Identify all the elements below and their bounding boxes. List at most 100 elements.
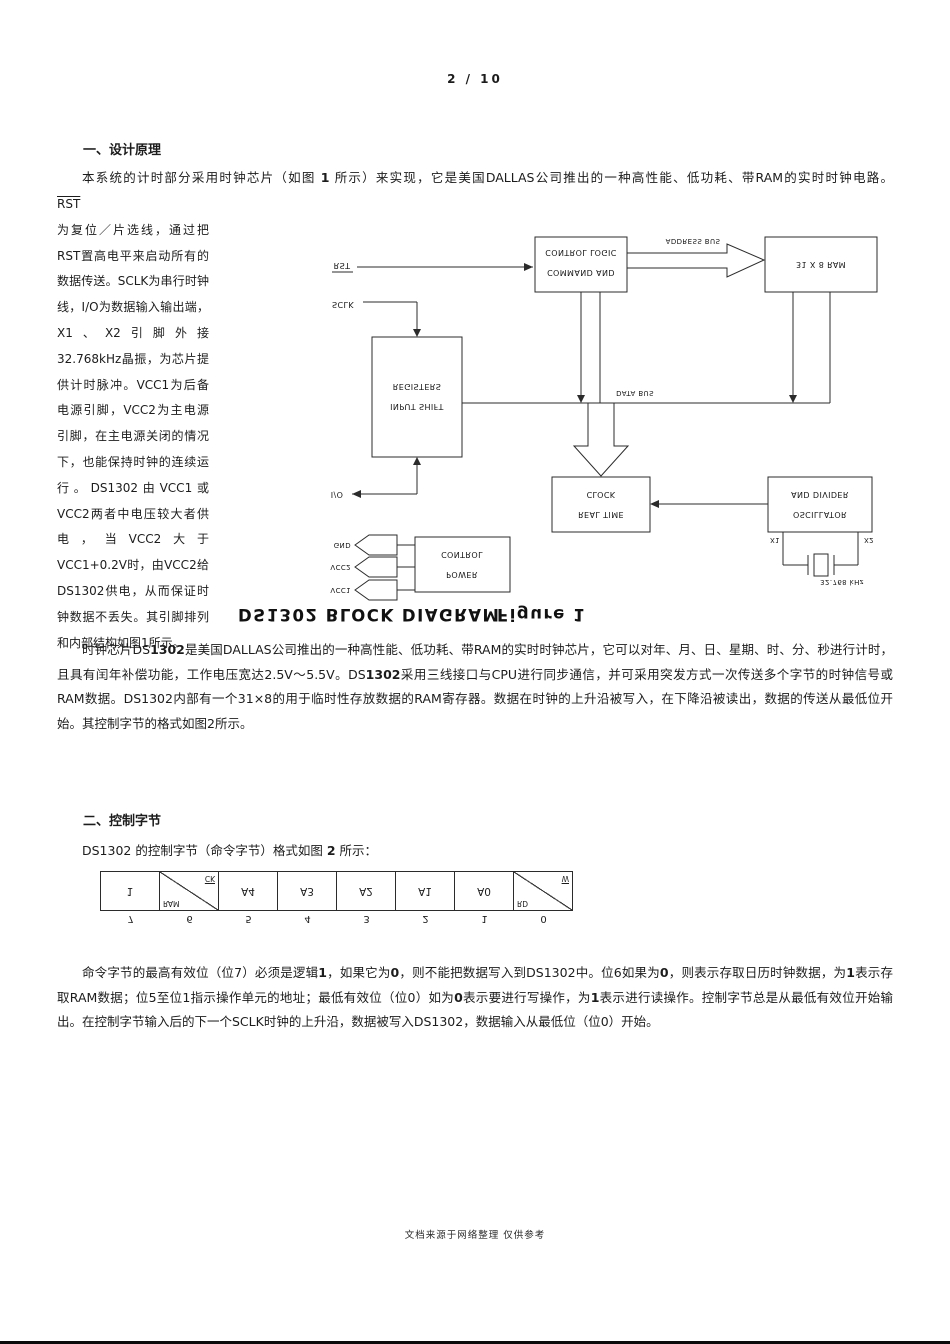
address-bus-arrow xyxy=(626,243,766,278)
address-bus-label: ADDRESS BUS xyxy=(666,237,721,245)
body-text: 命令字节的最高有效位（位7）必须是逻辑 xyxy=(82,965,319,980)
logic-0: 0 xyxy=(454,989,463,1005)
power-box-label-bottom: POWER xyxy=(446,570,478,579)
paragraph-control-byte-description: 命令字节的最高有效位（位7）必须是逻辑1，如果它为0，则不能把数据写入到DS13… xyxy=(57,961,893,1035)
a1-label: A1 xyxy=(418,885,432,897)
bit-number-4: 4 xyxy=(304,913,311,924)
paragraph-ds1302-description: 时钟芯片DS1302是美国DALLAS公司推出的一种高性能、低功耗、带RAM的实… xyxy=(57,638,893,736)
a2-label: A2 xyxy=(359,885,373,897)
sclk-arrowhead xyxy=(413,329,421,337)
intro-text: 本系统的计时部分采用时钟芯片（如图 xyxy=(82,170,321,185)
vcc2-pin-tag xyxy=(354,556,398,578)
body-text: ，则表示存取日历时钟数据，为 xyxy=(668,965,847,980)
body-text: ，则不能把数据写入到DS1302中。位6如果为 xyxy=(399,965,660,980)
paragraph-intro: 本系统的计时部分采用时钟芯片（如图 1 所示）来实现，它是美国DALLAS公司推… xyxy=(57,166,893,191)
a3-label: A3 xyxy=(300,885,314,897)
body-text: 表示要进行写操作，为 xyxy=(462,989,591,1005)
data-bus-label: DATA BUS xyxy=(616,389,654,397)
bit-number-3: 3 xyxy=(363,913,370,924)
crystal-body xyxy=(813,553,829,577)
shift-box-label-bottom: INPUT SHIFT xyxy=(390,402,444,411)
osc-to-rtc-arrowhead xyxy=(650,500,659,508)
command-byte-bit-numbers: 7 6 5 4 3 2 1 0 xyxy=(101,913,573,924)
body-text: 时钟芯片DS xyxy=(82,642,151,657)
io-arrowhead-up xyxy=(413,457,421,465)
section-heading-1: 一、设计原理 xyxy=(83,143,162,158)
paragraph-control-byte-lead: DS1302 的控制字节（命令字节）格式如图 2 所示： xyxy=(57,839,893,864)
a4-label: A4 xyxy=(241,885,255,897)
crystal-frequency-label: 32.768 kHz xyxy=(820,578,864,586)
sclk-label: SCLK xyxy=(332,300,354,309)
rst-pin-label: RST xyxy=(57,197,81,211)
bus-arrowhead-2 xyxy=(789,395,797,403)
intro-text: 所示）来实现，它是美国DALLAS公司推出的一种高性能、低功耗、带RAM的实时时… xyxy=(329,170,893,185)
bit7-value: 1 xyxy=(126,885,134,897)
logic-1: 1 xyxy=(846,965,855,980)
command-control-logic-box xyxy=(534,236,628,293)
cmd-byte-cell-bit7: 1 xyxy=(101,872,160,910)
body-text: 表示存取RAM数据；位5至位1指示操作单元的地址；最低有效位（位0）如为 xyxy=(57,965,893,1005)
bit-number-7: 7 xyxy=(127,913,134,924)
rd-label: RD xyxy=(517,899,528,908)
bus-arrowhead-1 xyxy=(577,395,585,403)
input-shift-registers-box xyxy=(371,336,463,458)
chip-number: 1302 xyxy=(365,666,401,682)
x2-label: X2 xyxy=(864,536,874,544)
rtc-box-label-bottom: REAL TIME xyxy=(578,510,624,519)
rst-arrowhead xyxy=(524,263,533,271)
shift-box-label-top: REGISTERS xyxy=(393,382,441,391)
logic-1: 1 xyxy=(590,989,600,1005)
osc-box-label-top: AND DIVIDER xyxy=(791,490,849,499)
vcc1-pin-tag xyxy=(354,579,398,601)
x1-label: X1 xyxy=(770,536,780,544)
power-box-label-top: CONTROL xyxy=(441,550,483,559)
vcc2-label: VCC2 xyxy=(330,563,351,571)
io-label: I/O xyxy=(331,490,344,499)
body-text: 是美国DALLAS公司推出的一种高性能、低功耗、带RAM的实时时钟芯片，它可以对… xyxy=(57,642,893,682)
logic-0: 0 xyxy=(659,965,669,980)
logic-0: 0 xyxy=(390,965,400,980)
page-bottom-edge xyxy=(0,1341,950,1344)
ck-label: CK xyxy=(204,874,215,883)
data-bus-big-arrow xyxy=(572,402,630,477)
bit-number-6: 6 xyxy=(186,913,193,924)
body-text: 所示： xyxy=(335,843,378,858)
figure-caption-title: DS1302 BLOCK DIAGRAM xyxy=(238,605,500,624)
cmd-byte-cell-bit5: A4 xyxy=(219,872,278,910)
rtc-box-label-top: CLOCK xyxy=(587,490,616,499)
figure-1-ref: 1 xyxy=(320,170,330,185)
gnd-label: GND xyxy=(334,541,351,549)
cmd-byte-cell-bit4: A3 xyxy=(278,872,337,910)
ram-label: RAM xyxy=(163,899,180,908)
logic-1: 1 xyxy=(318,965,327,980)
vcc1-label: VCC1 xyxy=(330,586,351,594)
osc-box-label-bottom: OSCILLATOR xyxy=(793,510,847,519)
rst-label: RST xyxy=(334,261,351,270)
a0-label: A0 xyxy=(477,885,491,897)
page-indicator: 2 / 10 xyxy=(447,72,503,86)
ram-box xyxy=(764,236,878,293)
body-text: ，如果它为 xyxy=(326,965,391,980)
real-time-clock-box xyxy=(551,476,651,533)
cmd-byte-cell-bit1: A0 xyxy=(455,872,514,910)
body-text: DS1302 的控制字节（命令字节）格式如图 xyxy=(82,843,327,858)
command-box-label-top: CONTROL LOGIC xyxy=(545,248,616,257)
cmd-byte-cell-bit3: A2 xyxy=(337,872,396,910)
oscillator-divider-box xyxy=(767,476,873,533)
document-footer: 文档来源于网络整理 仅供参考 xyxy=(404,1230,546,1241)
chip-number: 1302 xyxy=(150,642,185,657)
bit-number-1: 1 xyxy=(481,913,488,924)
figure-2-ref: 2 xyxy=(326,843,336,858)
body-text: 采用三线接口与CPU进行同步通信，并可采用突发方式一次传送多个字节的时钟信号或R… xyxy=(57,666,893,731)
power-control-box xyxy=(414,536,511,593)
bit-number-2: 2 xyxy=(422,913,429,924)
io-arrowhead-left xyxy=(352,490,361,498)
ds1302-block-diagram: RST SCLK I/O ADDRESS BUS DATA BUS xyxy=(238,236,878,624)
cmd-byte-cell-bit6: CK RAM xyxy=(160,872,219,910)
command-box-label-bottom: COMMAND AND xyxy=(547,268,615,277)
gnd-pin-tag xyxy=(354,534,398,556)
